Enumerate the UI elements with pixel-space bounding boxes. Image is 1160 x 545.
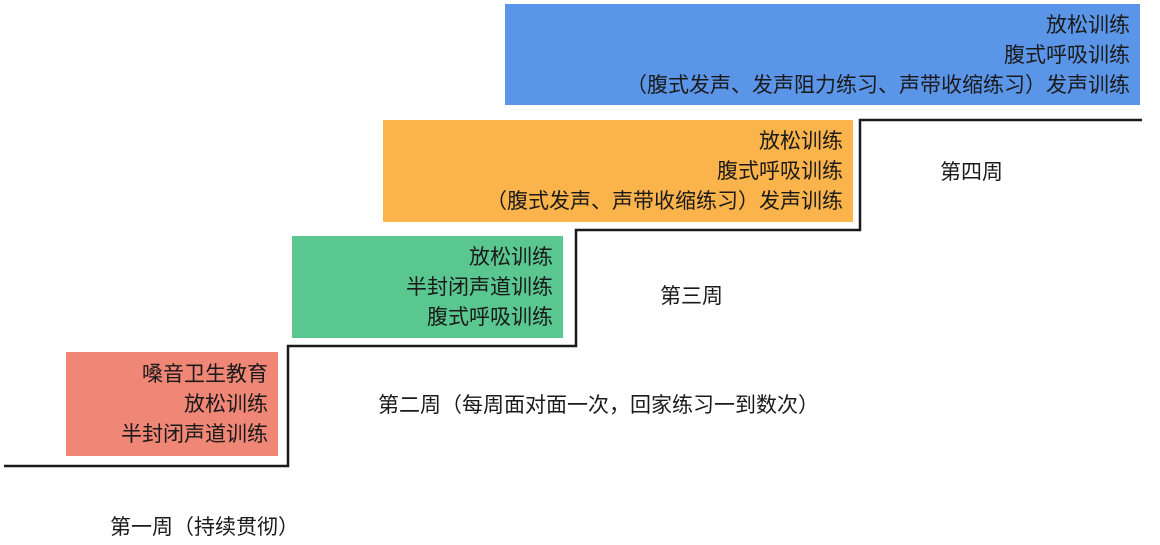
week2-label: 第二周（每周面对面一次，回家练习一到数次） [378,393,819,417]
week3-item-1: 放松训练 [759,129,843,153]
week1-box: 嗓音卫生教育 放松训练 半封闭声道训练 [66,352,278,456]
week1-item-1: 嗓音卫生教育 [142,362,268,386]
week1-label: 第一周（持续贯彻） [110,515,299,539]
week2-item-2: 半封闭声道训练 [406,275,553,299]
week2-box: 放松训练 半封闭声道训练 腹式呼吸训练 [292,236,563,338]
week4-item-2: 腹式呼吸训练 [1004,42,1130,67]
week2-item-3: 腹式呼吸训练 [427,305,553,329]
week1-item-2: 放松训练 [184,392,268,416]
week4-label: 第四周 [940,160,1003,184]
week4-box: 放松训练 腹式呼吸训练 （腹式发声、发声阻力练习、声带收缩练习）发声训练 [505,4,1140,105]
week4-item-3: （腹式发声、发声阻力练习、声带收缩练习）发声训练 [626,72,1130,97]
week3-box: 放松训练 腹式呼吸训练 （腹式发声、声带收缩练习）发声训练 [383,120,853,222]
week2-item-1: 放松训练 [469,245,553,269]
week3-item-2: 腹式呼吸训练 [717,159,843,183]
week3-label: 第三周 [660,284,723,308]
staircase-line [4,118,1142,468]
week1-item-3: 半封闭声道训练 [121,422,268,446]
week3-item-3: （腹式发声、声带收缩练习）发声训练 [486,189,843,213]
week4-item-1: 放松训练 [1046,12,1130,37]
